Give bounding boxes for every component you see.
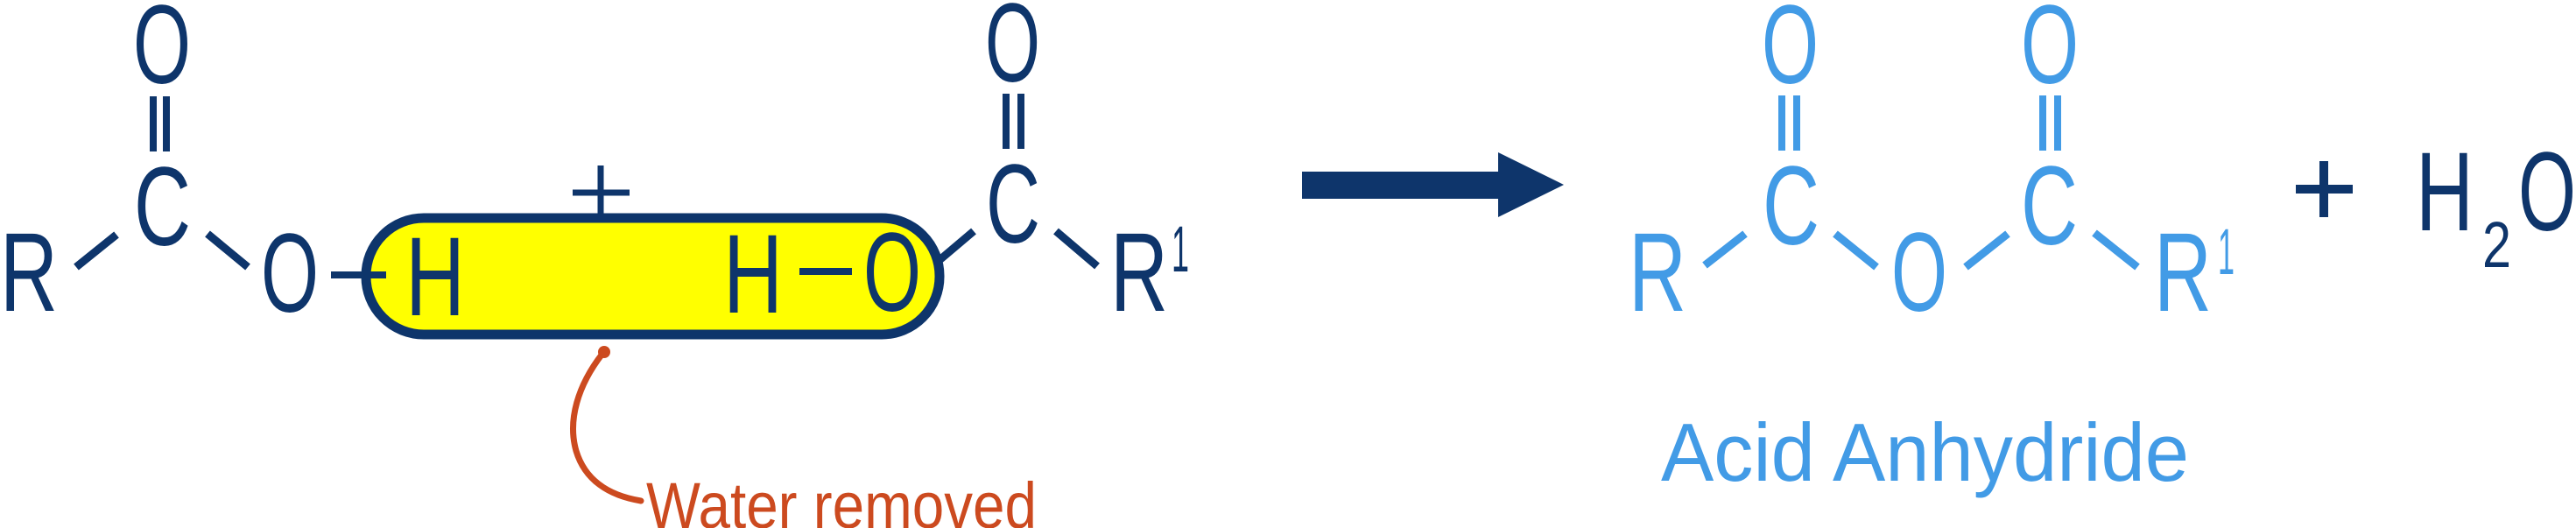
annotation-curve bbox=[570, 350, 644, 504]
atom-carbonyl-c: C bbox=[134, 144, 191, 270]
product-atom-r1: R bbox=[2154, 210, 2212, 335]
byproduct-water: H 2 O bbox=[2296, 130, 2576, 281]
atom-carbonyl-c-2: C bbox=[986, 142, 1040, 267]
product-bond-o-c2 bbox=[1963, 230, 2010, 271]
bond-c-o bbox=[205, 230, 250, 271]
product-atom-o2: O bbox=[2021, 0, 2079, 108]
reactant-acid-1: R O C O bbox=[0, 0, 319, 336]
water-removed-annotation: Water removed bbox=[570, 346, 1037, 528]
bond-o-c bbox=[937, 228, 976, 264]
bond-r-c bbox=[74, 231, 119, 271]
product-bond-r-c1 bbox=[1702, 230, 1748, 269]
atom-carbonyl-o-2: O bbox=[985, 0, 1040, 106]
atom-hydroxyl-o-2: O bbox=[863, 210, 921, 335]
atom-r1-superscript: 1 bbox=[1172, 213, 1189, 285]
bond-c-r1 bbox=[1053, 228, 1100, 270]
reactant-acid-2: O C R 1 bbox=[937, 0, 1189, 335]
water-removal-highlight: H H O bbox=[331, 165, 945, 340]
product-atom-o1: O bbox=[1762, 0, 1819, 108]
product-bond-c2-r1 bbox=[2092, 229, 2140, 271]
byproduct-atom-o: O bbox=[2518, 130, 2576, 255]
arrow-shaft bbox=[1302, 172, 1500, 199]
product-name-label: Acid Anhydride bbox=[1661, 406, 2189, 498]
product-atom-c1: C bbox=[1763, 144, 1819, 269]
arrow-head-icon bbox=[1498, 152, 1564, 217]
product-acid-anhydride: R O C O O C R 1 Acid Anhydride bbox=[1629, 0, 2235, 498]
byproduct-subscript-2: 2 bbox=[2482, 208, 2511, 281]
product-atom-r: R bbox=[1629, 210, 1686, 335]
product-atom-bridge-o: O bbox=[1891, 210, 1947, 335]
atom-carbonyl-o: O bbox=[133, 0, 191, 108]
product-bond-c1-o bbox=[1833, 230, 1879, 271]
atom-hydroxyl-o: O bbox=[261, 211, 319, 336]
reaction-arrow bbox=[1302, 152, 1564, 217]
product-atom-c2: C bbox=[2021, 144, 2078, 269]
product-atom-r1-superscript: 1 bbox=[2218, 215, 2235, 288]
annotation-label: Water removed bbox=[646, 469, 1037, 528]
atom-r: R bbox=[0, 210, 58, 335]
atom-hydroxyl-h-1: H bbox=[405, 215, 465, 340]
atom-r1: R bbox=[1110, 210, 1168, 335]
atom-hydroxyl-h-2: H bbox=[723, 212, 783, 337]
byproduct-atom-h: H bbox=[2416, 130, 2474, 255]
